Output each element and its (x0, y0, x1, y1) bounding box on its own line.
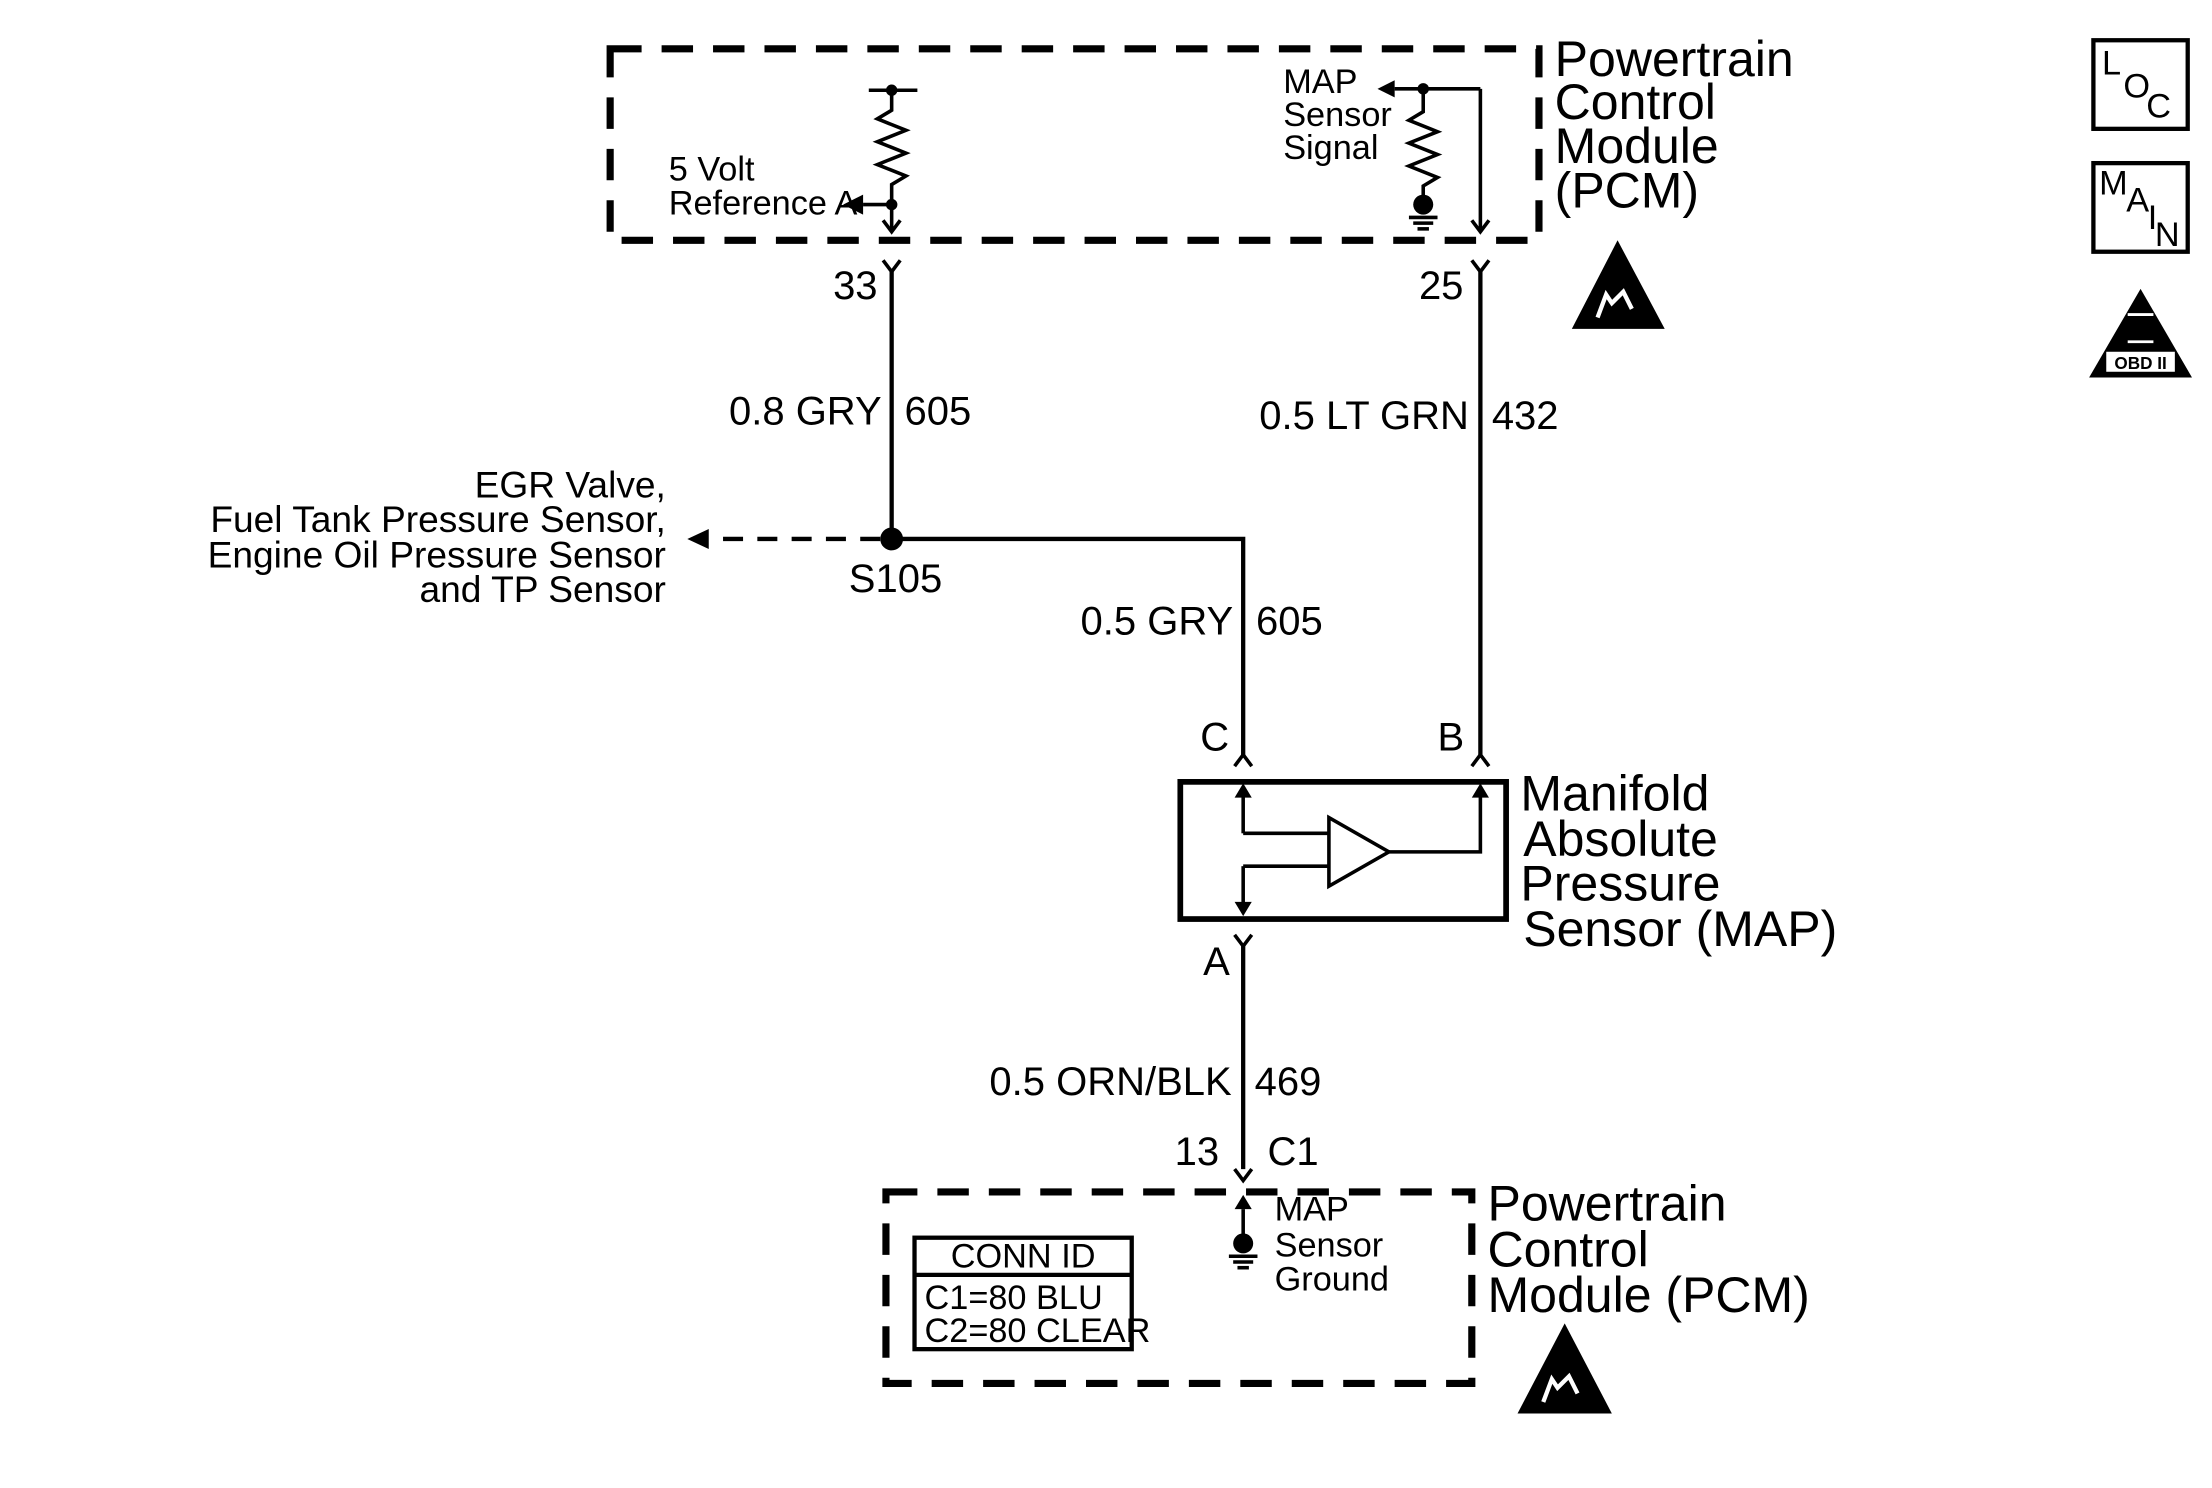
obd-ii-icon[interactable]: II OBD II (2089, 288, 2192, 378)
connector-c1-label: C1 (1267, 1130, 1318, 1174)
pcm-top-title-1: Powertrain (1555, 31, 1794, 87)
pin-13-connector (1233, 1168, 1254, 1184)
pin-a-connector (1233, 933, 1254, 950)
pin-33-label: 33 (833, 264, 878, 308)
map-sensor-box (1177, 779, 1509, 922)
splice-arrow-icon (687, 528, 709, 549)
loc-letter-l: L (2102, 45, 2121, 83)
wire-432-gauge: 0.5 LT GRN (1259, 394, 1469, 438)
obd-numeral: II (2133, 317, 2147, 345)
wire-469-circuit: 469 (1255, 1060, 1322, 1104)
conn-id-title: CONN ID (951, 1238, 1096, 1276)
map-ground-label-1: MAP (1275, 1191, 1349, 1229)
reference-resistor (843, 84, 918, 235)
map-ground-label-2: Sensor (1275, 1226, 1384, 1264)
pin-c-connector (1233, 751, 1254, 768)
map-signal-label-3: Signal (1283, 129, 1378, 167)
esd-warning-icon-bottom (1517, 1323, 1612, 1414)
pcm-top-title-4: (PCM) (1555, 162, 1699, 218)
splice-dest-3: Engine Oil Pressure Sensor (208, 534, 666, 576)
wire-605-top-circuit: 605 (905, 390, 972, 434)
pcm-bottom-title-1: Powertrain (1488, 1176, 1727, 1232)
conn-id-c1: C1=80 BLU (925, 1279, 1103, 1317)
map-sensor-name-1: Manifold (1520, 765, 1709, 821)
map-sensor-name-4: Sensor (MAP) (1523, 901, 1837, 957)
pcm-bottom-module: MAP Sensor Ground CONN ID C1=80 BLU C2=8… (882, 1176, 1810, 1414)
wire-605-top-gauge: 0.8 GRY (729, 390, 882, 434)
ground-arrow-icon (1234, 1194, 1252, 1210)
conn-id-c2: C2=80 CLEAR (925, 1312, 1151, 1350)
loc-icon[interactable]: L O C (2091, 38, 2190, 131)
pin-13-label: 13 (1175, 1130, 1220, 1174)
wire-605-branch-circuit: 605 (1256, 600, 1323, 644)
ref-label-1: 5 Volt (669, 150, 755, 188)
amplifier-icon (1327, 814, 1393, 890)
loc-letter-o: O (2123, 67, 2150, 105)
wire-432-circuit: 432 (1492, 394, 1559, 438)
pcm-top-title-2: Control (1555, 74, 1716, 130)
main-letter-i: I (2148, 199, 2158, 237)
pin-25-connector (1470, 259, 1491, 275)
map-signal-label-1: MAP (1283, 63, 1357, 101)
main-icon[interactable]: M A I N (2091, 160, 2190, 254)
map-sensor-name-2: Absolute (1523, 811, 1718, 867)
pin-33-connector (881, 259, 902, 275)
splice-dest-1: EGR Valve, (475, 464, 666, 506)
conn-id-table: CONN ID C1=80 BLU C2=80 CLEAR (912, 1235, 1151, 1352)
pin-b-connector (1470, 751, 1491, 768)
map-sensor: C B A (1177, 715, 1509, 984)
map-sensor-name-3: Pressure (1520, 855, 1720, 911)
ref-label-2: Reference A (669, 185, 858, 223)
splice-s105 (687, 527, 1246, 758)
signal-arrow-icon (1377, 80, 1395, 98)
main-letter-a: A (2126, 182, 2149, 220)
pin-b-label: B (1438, 715, 1465, 759)
pin-25-label: 25 (1419, 264, 1463, 308)
obd-label: OBD II (2114, 353, 2166, 373)
pcm-bottom-title-3: Module (PCM) (1488, 1267, 1810, 1323)
splice-dest-4: and TP Sensor (419, 568, 665, 610)
map-signal-label-2: Sensor (1283, 96, 1392, 134)
splice-dest-2: Fuel Tank Pressure Sensor, (210, 498, 666, 540)
map-ground-label-3: Ground (1275, 1261, 1389, 1299)
pcm-bottom-title-2: Control (1488, 1221, 1649, 1277)
wire-469-gauge: 0.5 ORN/BLK (989, 1060, 1232, 1104)
main-letter-m: M (2099, 165, 2128, 203)
pcm-bottom-boundary (882, 1188, 1476, 1388)
signal-pullup-resistor (1377, 80, 1491, 235)
pcm-top-title-3: Module (1555, 118, 1719, 174)
splice-label: S105 (849, 557, 942, 601)
esd-warning-icon-top (1571, 240, 1665, 329)
main-letter-n: N (2155, 216, 2180, 254)
pcm-top-module: Powertrain Control Module (PCM) 5 Volt R… (606, 31, 1794, 329)
pcm-top-boundary (606, 45, 1543, 244)
loc-letter-c: C (2146, 87, 2171, 125)
reference-arrow-icon (843, 194, 864, 215)
wire-605-branch-gauge: 0.5 GRY (1080, 600, 1233, 644)
pin-a-label: A (1203, 940, 1230, 984)
pin-c-label: C (1200, 715, 1229, 759)
